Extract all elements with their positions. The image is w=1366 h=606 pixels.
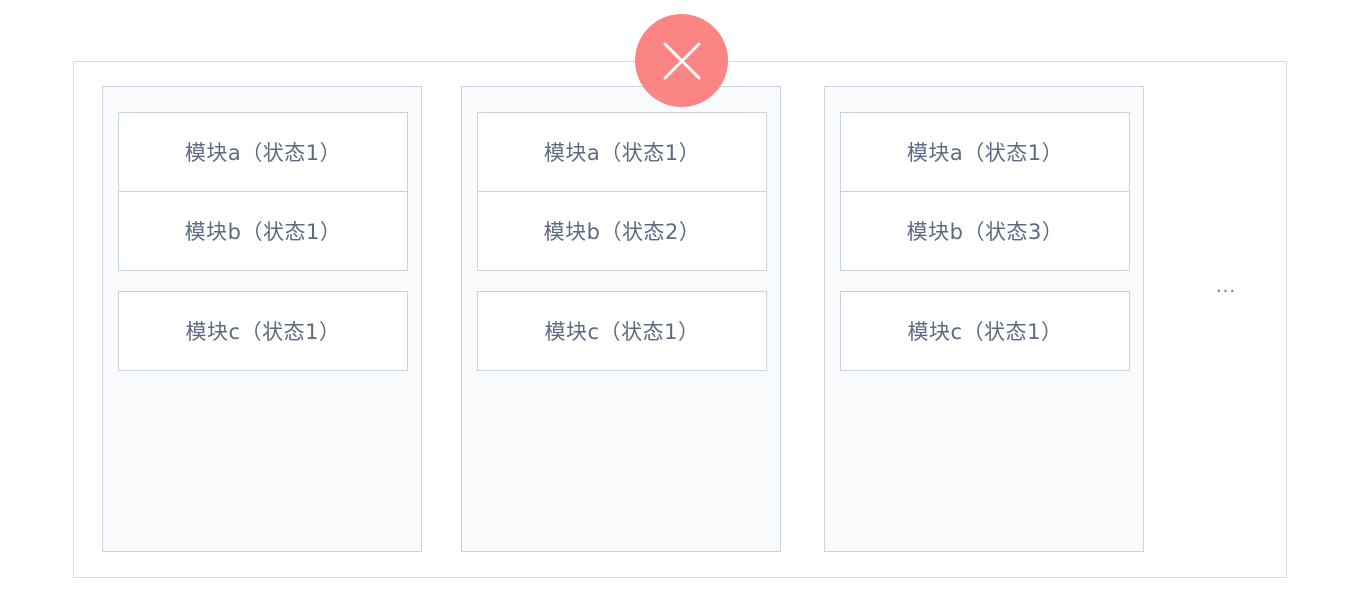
module-c: 模块c（状态1） <box>118 291 408 371</box>
module-a: 模块a（状态1） <box>840 112 1130 192</box>
module-label: 模块c（状态1） <box>185 320 341 344</box>
panel-3: 模块a（状态1） 模块b（状态3） 模块c（状态1） <box>824 86 1144 552</box>
module-label: 模块b（状态2） <box>543 220 701 244</box>
module-a: 模块a（状态1） <box>118 112 408 192</box>
close-icon <box>635 14 728 107</box>
module-c: 模块c（状态1） <box>477 291 767 371</box>
module-label: 模块a（状态1） <box>184 141 342 165</box>
module-label: 模块a（状态1） <box>543 141 701 165</box>
module-label: 模块b（状态1） <box>184 220 342 244</box>
module-label: 模块b（状态3） <box>906 220 1064 244</box>
module-b: 模块b（状态3） <box>840 191 1130 271</box>
module-b: 模块b（状态1） <box>118 191 408 271</box>
module-label: 模块a（状态1） <box>906 141 1064 165</box>
module-b: 模块b（状态2） <box>477 191 767 271</box>
panel-2: 模块a（状态1） 模块b（状态2） 模块c（状态1） <box>461 86 781 552</box>
module-a: 模块a（状态1） <box>477 112 767 192</box>
module-label: 模块c（状态1） <box>544 320 700 344</box>
close-icon-glyph <box>663 42 700 79</box>
panel-1: 模块a（状态1） 模块b（状态1） 模块c（状态1） <box>102 86 422 552</box>
module-c: 模块c（状态1） <box>840 291 1130 371</box>
more-ellipsis: ... <box>1215 276 1237 297</box>
module-label: 模块c（状态1） <box>907 320 1063 344</box>
